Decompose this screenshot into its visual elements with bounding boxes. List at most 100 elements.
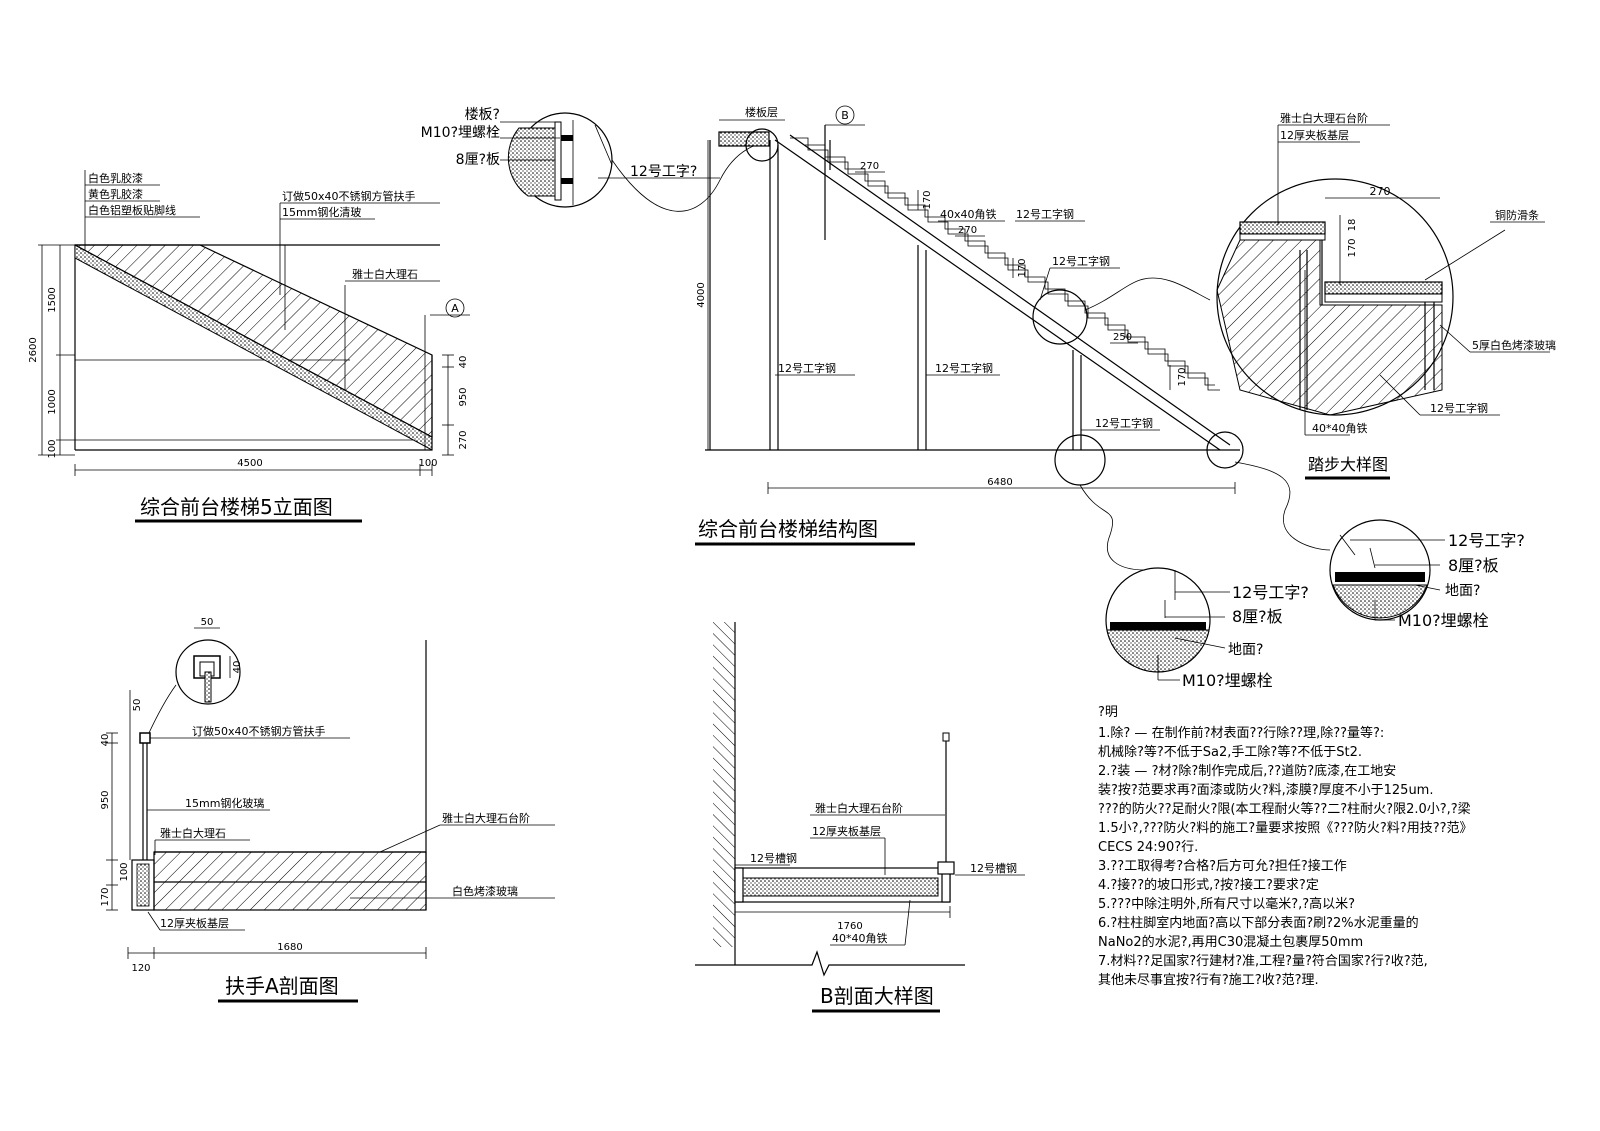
label-step-channel: 12号工字钢	[1430, 401, 1488, 415]
label-step-board: 12厚夹板基层	[1280, 128, 1349, 142]
label-right-ground: 地面?	[1445, 583, 1480, 599]
dim-width-100: 100	[418, 458, 437, 469]
dim-handrail-950: 950	[100, 790, 111, 809]
notes-line: 6.?柱柱脚室内地面?高以下部分表面?刷?2%水泥重量的	[1098, 915, 1419, 931]
label-right-bolt: M10?埋螺栓	[1398, 611, 1489, 630]
structure-drawing: 楼板层 B 4000 6480 270 170 270	[695, 105, 1331, 571]
dim-riser-170-c: 170	[1177, 367, 1188, 386]
label-angle-steel: 40x40角铁	[940, 208, 997, 221]
label-channel-top: 12号工字钢	[1016, 207, 1074, 221]
label-a-marble-step: 雅士白大理石台阶	[442, 811, 530, 825]
dim-step-170: 170	[1347, 238, 1358, 257]
dim-tread-250: 250	[1113, 332, 1132, 343]
label-b-marble: 雅士白大理石台阶	[815, 801, 903, 815]
label-step-glass: 5厚白色烤漆玻璃	[1472, 338, 1556, 352]
handrail-a-title: 扶手A剖面图	[225, 974, 339, 998]
detail-middle-base: 12号工字? 8厘?板 地面? M10?埋螺栓	[1105, 567, 1309, 690]
dim-handrail-120: 120	[131, 963, 150, 974]
notes-line: 7.材料??足国家?行建材?准,工程?量?符合国家?行?收?范,	[1098, 953, 1428, 969]
label-slab-top: 楼板层	[745, 105, 778, 119]
label-right-beam: 12号工字?	[1448, 531, 1525, 550]
dim-270: 270	[458, 430, 469, 449]
handrail-a-drawing: 50 40 40 950 170 50 100 120 1680 订做50x40…	[100, 617, 555, 1003]
notes-line: 1.除? — 在制作前?材表面??行除??理,除??量等?:	[1098, 725, 1384, 741]
structure-title: 综合前台楼梯结构图	[698, 517, 878, 541]
label-b-board: 12厚夹板基层	[812, 824, 881, 838]
notes-line: ???的防火??足耐火?限(本工程耐火等??二?柱耐火?限2.0小?,?梁	[1098, 801, 1471, 817]
label-anti-slip: 铜防滑条	[1495, 208, 1539, 222]
label-mid-plate: 8厘?板	[1232, 607, 1283, 626]
detail-top-slab-anchor: 楼板? M10?埋螺栓 8厘?板 12号工字?	[421, 107, 771, 212]
label-steel-plate: 8厘?板	[456, 152, 500, 168]
label-a-white-glass: 白色烤漆玻璃	[452, 884, 518, 898]
notes-line: 3.??工取得考?合格?后方可允?担任?接工作	[1098, 858, 1347, 874]
label-channel-col2: 12号工字钢	[935, 361, 993, 375]
dim-handrail-40-side: 40	[232, 661, 243, 674]
step-detail-title: 踏步大样图	[1308, 455, 1388, 474]
dim-structure-span: 6480	[987, 477, 1012, 488]
elevation-5-title: 综合前台楼梯5立面图	[140, 495, 333, 519]
label-slab: 楼板?	[465, 107, 500, 123]
notes-line: NaNo2的水泥?,再用C30混凝土包裹厚50mm	[1098, 934, 1363, 950]
label-mid-ground: 地面?	[1228, 642, 1263, 658]
label-a-glass: 15mm钢化玻璃	[185, 796, 264, 810]
label-a-board: 12厚夹板基层	[160, 916, 229, 930]
notes-heading: ?明	[1098, 705, 1118, 720]
label-b-angle: 40*40角铁	[832, 932, 888, 945]
dim-riser-170-a: 170	[922, 190, 933, 209]
label-mid-beam: 12号工字?	[1232, 583, 1309, 602]
dim-40: 40	[458, 356, 469, 369]
detail-right-base: 12号工字? 8厘?板 地面? M10?埋螺栓	[1329, 519, 1525, 630]
label-channel-col1: 12号工字钢	[778, 361, 836, 375]
label-channel-mid: 12号工字钢	[1052, 254, 1110, 268]
label-b-channel-left: 12号槽钢	[750, 852, 797, 865]
label-i-beam: 12号工字?	[630, 164, 697, 180]
dim-handrail-1680: 1680	[277, 942, 302, 953]
dim-total-height: 2600	[28, 337, 39, 362]
dim-950: 950	[458, 387, 469, 406]
notes-line: 4.?接??的坡口形式,?按?接工?要求?定	[1098, 877, 1319, 893]
dim-height-1500: 1500	[47, 287, 58, 312]
notes-line: 1.5小?,???防火?料的施工?量要求按照《???防火?料?用技??范》	[1098, 820, 1473, 836]
section-b-drawing: 雅士白大理石台阶 12厚夹板基层 12号槽钢 12号槽钢 1760 40*40角…	[695, 622, 1025, 1013]
dim-handrail-50: 50	[132, 699, 143, 712]
notes-line: CECS 24:90?行.	[1098, 840, 1198, 855]
dim-step-18: 18	[1347, 219, 1358, 232]
label-channel-col3: 12号工字钢	[1095, 416, 1153, 430]
dim-handrail-170: 170	[100, 887, 111, 906]
dim-height-1000: 1000	[47, 389, 58, 414]
notes-line: 5.???中除注明外,所有尺寸以毫米?,?高以米?	[1098, 896, 1355, 912]
dim-height-100: 100	[47, 439, 58, 458]
dim-length-4500: 4500	[237, 458, 262, 469]
notes-line: 其他未尽事宜按?行有?施工?收?范?理.	[1098, 973, 1319, 988]
dim-handrail-100: 100	[119, 862, 130, 881]
section-b-title: B剖面大样图	[820, 984, 934, 1008]
notes-line: 装?按?范要求再?面漆或防火?料,漆膜?厚度不小于125um.	[1098, 782, 1433, 798]
notes-line: 机械除?等?不低于Sa2,手工除?等?不低于St2.	[1098, 744, 1362, 760]
dim-riser-170-b: 170	[1017, 258, 1028, 277]
dim-b-1760: 1760	[837, 921, 862, 932]
label-right-plate: 8厘?板	[1448, 556, 1499, 575]
section-a-marker: A	[451, 302, 459, 315]
label-yellow-latex: 黄色乳胶漆	[88, 187, 143, 201]
elevation-5-drawing: A 2600 1500 1000 100 4500 100 40 950 270…	[28, 170, 470, 523]
label-marble: 雅士白大理石	[352, 267, 418, 281]
design-notes: ?明 1.除? — 在制作前?材表面??行除??理,除??量等?: 机械除?等?…	[1098, 705, 1473, 988]
label-white-aluminum-skirting: 白色铝塑板贴脚线	[88, 203, 176, 217]
dim-structure-height: 4000	[696, 282, 707, 307]
dim-tread-270-b: 270	[958, 225, 977, 236]
label-handrail: 订做50x40不锈钢方管扶手	[282, 189, 416, 203]
label-mid-bolt: M10?埋螺栓	[1182, 671, 1273, 690]
label-a-handrail: 订做50x40不锈钢方管扶手	[192, 724, 326, 738]
step-detail-drawing: 270 18 170 雅士白大理石台阶 12厚夹板基层 铜防滑条 5厚白色烤漆玻…	[1216, 111, 1556, 480]
dim-handrail-50-top: 50	[201, 617, 214, 628]
label-a-marble: 雅士白大理石	[160, 826, 226, 840]
dim-step-tread-270: 270	[1370, 185, 1391, 198]
section-b-marker: B	[841, 109, 849, 122]
notes-line: 2.?装 — ?材?除?制作完成后,??道防?底漆,在工地安	[1098, 763, 1396, 779]
label-white-latex: 白色乳胶漆	[88, 171, 143, 185]
label-b-channel-right: 12号槽钢	[970, 862, 1017, 875]
dim-handrail-40: 40	[100, 734, 111, 747]
dim-tread-270-a: 270	[860, 161, 879, 172]
